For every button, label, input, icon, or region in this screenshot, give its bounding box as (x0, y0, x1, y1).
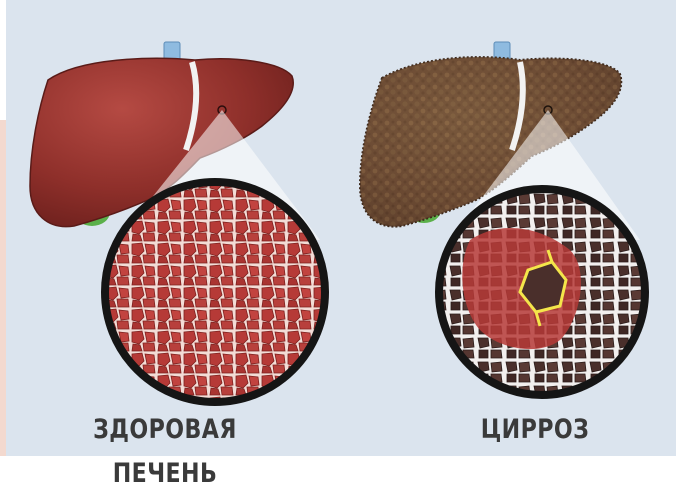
liver-comparison-figure: ЗДОРОВАЯ ПЕЧЕНЬ ЦИРРОЗ (0, 0, 676, 456)
magnifier-circle-icon (100, 180, 330, 405)
healthy-liver-illustration (30, 42, 330, 405)
illustration-canvas (0, 0, 676, 456)
healthy-liver-caption: ЗДОРОВАЯ ПЕЧЕНЬ (42, 408, 288, 452)
cirrhotic-liver-illustration (360, 42, 655, 400)
cirrhosis-caption: ЦИРРОЗ (441, 408, 630, 452)
